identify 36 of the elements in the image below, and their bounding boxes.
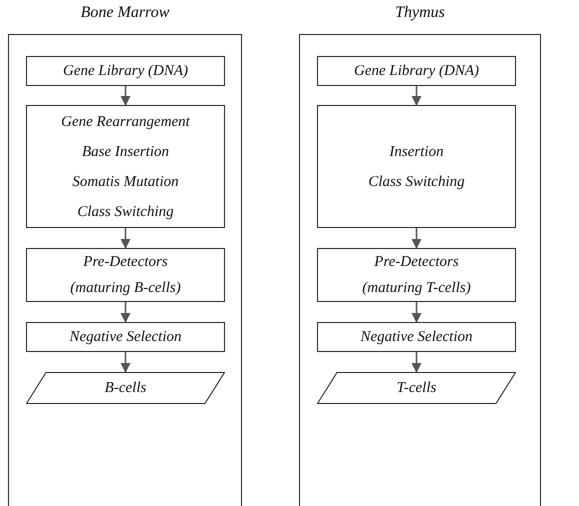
step-text: Gene Library (DNA) — [354, 62, 479, 81]
step-text: B-cells — [104, 379, 146, 398]
step-text: Negative Selection — [69, 328, 182, 347]
arrow — [120, 86, 130, 106]
step-text: Pre-Detectors — [374, 253, 459, 272]
arrow — [412, 228, 422, 249]
step-text: Gene Rearrangement — [61, 112, 190, 132]
arrow — [412, 352, 422, 373]
step-text: Pre-Detectors — [83, 253, 168, 272]
process-box — [26, 105, 225, 228]
process-box — [317, 56, 516, 86]
panel-title: Thymus — [394, 4, 446, 22]
panel-title: Bone Marrow — [80, 4, 170, 22]
step-text: (maturing B-cells) — [70, 279, 181, 298]
process-box — [317, 105, 516, 228]
output-parallelogram — [26, 372, 225, 404]
step-text: Somatis Mutation — [72, 172, 179, 192]
arrow — [412, 86, 422, 106]
process-box — [26, 248, 225, 302]
step-text: Base Insertion — [82, 142, 170, 162]
arrow — [120, 302, 130, 323]
arrow — [412, 302, 422, 323]
arrow — [120, 352, 130, 373]
step-text: Insertion — [389, 142, 444, 162]
output-parallelogram — [317, 372, 516, 404]
step-text: Class Switching — [77, 202, 174, 222]
process-box — [26, 322, 225, 352]
process-box — [26, 56, 225, 86]
arrow — [120, 228, 130, 249]
process-box — [317, 322, 516, 352]
step-text: Class Switching — [368, 172, 465, 192]
step-text: T-cells — [396, 379, 436, 398]
step-text: (maturing T-cells) — [362, 279, 471, 298]
step-text: Negative Selection — [360, 328, 473, 347]
process-box — [317, 248, 516, 302]
step-text: Gene Library (DNA) — [63, 62, 188, 81]
